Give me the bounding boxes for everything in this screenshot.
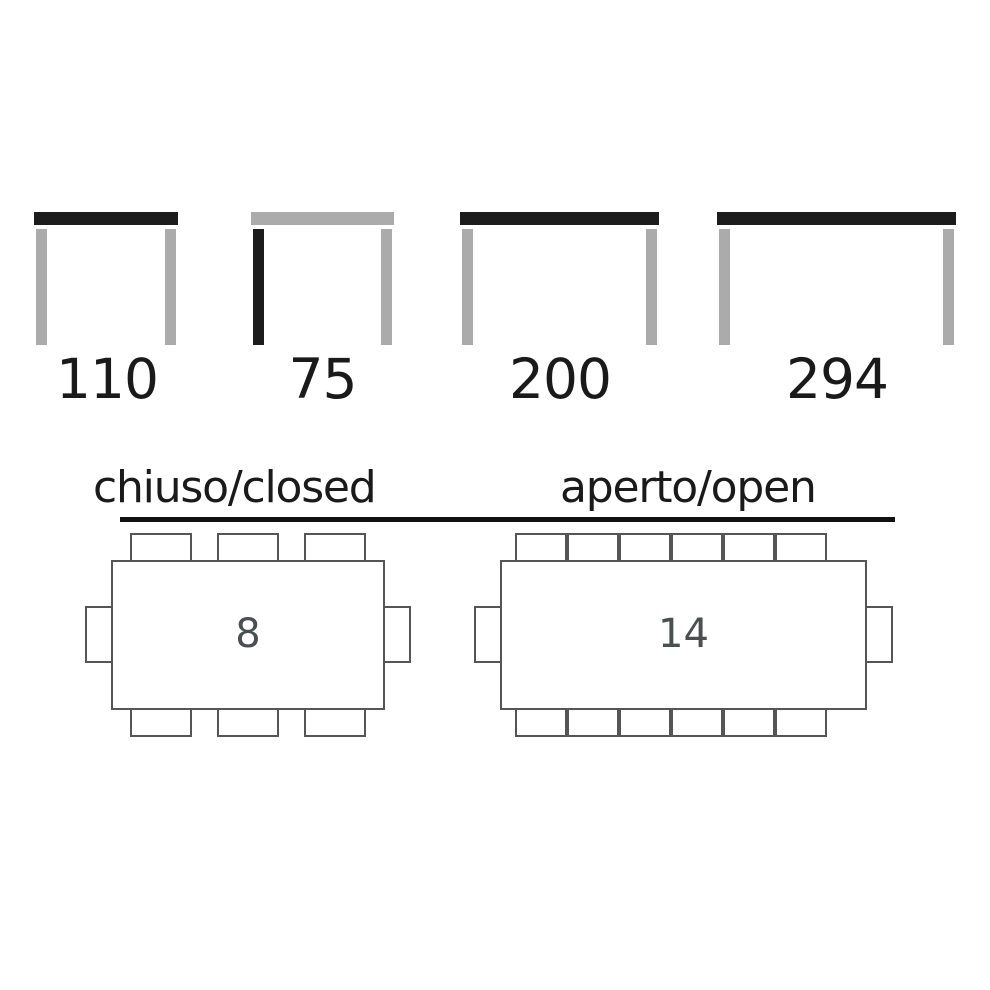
table-leg-right — [165, 229, 176, 345]
seat-bottom-2 — [217, 708, 279, 737]
seat-bottom-4 — [671, 708, 723, 737]
tabletop-bar — [34, 212, 178, 225]
plan-view-open: 14 — [473, 528, 893, 743]
seat-count-closed: 8 — [235, 611, 261, 657]
seat-top-5 — [723, 533, 775, 562]
tabletop-bar — [460, 212, 659, 225]
caption-aperto-open: aperto/open — [560, 462, 817, 513]
table-leg-left — [253, 229, 264, 345]
table-leg-left — [719, 229, 730, 345]
table-surface-open — [500, 560, 867, 710]
seat-top-3 — [304, 533, 366, 562]
elevation-width-closed-200 — [460, 212, 659, 345]
seat-bottom-3 — [304, 708, 366, 737]
dimension-label-75: 75 — [288, 347, 358, 411]
dimension-label-294: 294 — [786, 347, 889, 411]
seat-bottom-2 — [567, 708, 619, 737]
seat-bottom-1 — [130, 708, 192, 737]
table-leg-right — [381, 229, 392, 345]
tabletop-bar — [717, 212, 956, 225]
seat-bottom-1 — [515, 708, 567, 737]
seat-right-1 — [865, 606, 893, 663]
tabletop-bar — [251, 212, 394, 225]
seat-left-1 — [474, 606, 502, 663]
seat-top-2 — [217, 533, 279, 562]
table-leg-left — [36, 229, 47, 345]
seat-top-3 — [619, 533, 671, 562]
table-leg-right — [646, 229, 657, 345]
elevation-height-75 — [251, 212, 394, 345]
seat-top-4 — [671, 533, 723, 562]
seat-count-open: 14 — [658, 611, 709, 657]
seat-top-2 — [567, 533, 619, 562]
dimension-label-200: 200 — [509, 347, 612, 411]
seat-top-6 — [775, 533, 827, 562]
table-leg-left — [462, 229, 473, 345]
dimension-label-110: 110 — [56, 347, 159, 411]
seat-top-1 — [130, 533, 192, 562]
seat-bottom-6 — [775, 708, 827, 737]
table-leg-right — [943, 229, 954, 345]
seat-left-1 — [85, 606, 113, 663]
caption-underline-rule — [120, 517, 895, 522]
plan-view-closed: 8 — [85, 528, 415, 743]
elevation-depth-110 — [34, 212, 178, 345]
seat-bottom-5 — [723, 708, 775, 737]
seat-top-1 — [515, 533, 567, 562]
seat-right-1 — [383, 606, 411, 663]
seat-bottom-3 — [619, 708, 671, 737]
caption-chiuso-closed: chiuso/closed — [93, 462, 377, 513]
elevation-width-open-294 — [717, 212, 956, 345]
